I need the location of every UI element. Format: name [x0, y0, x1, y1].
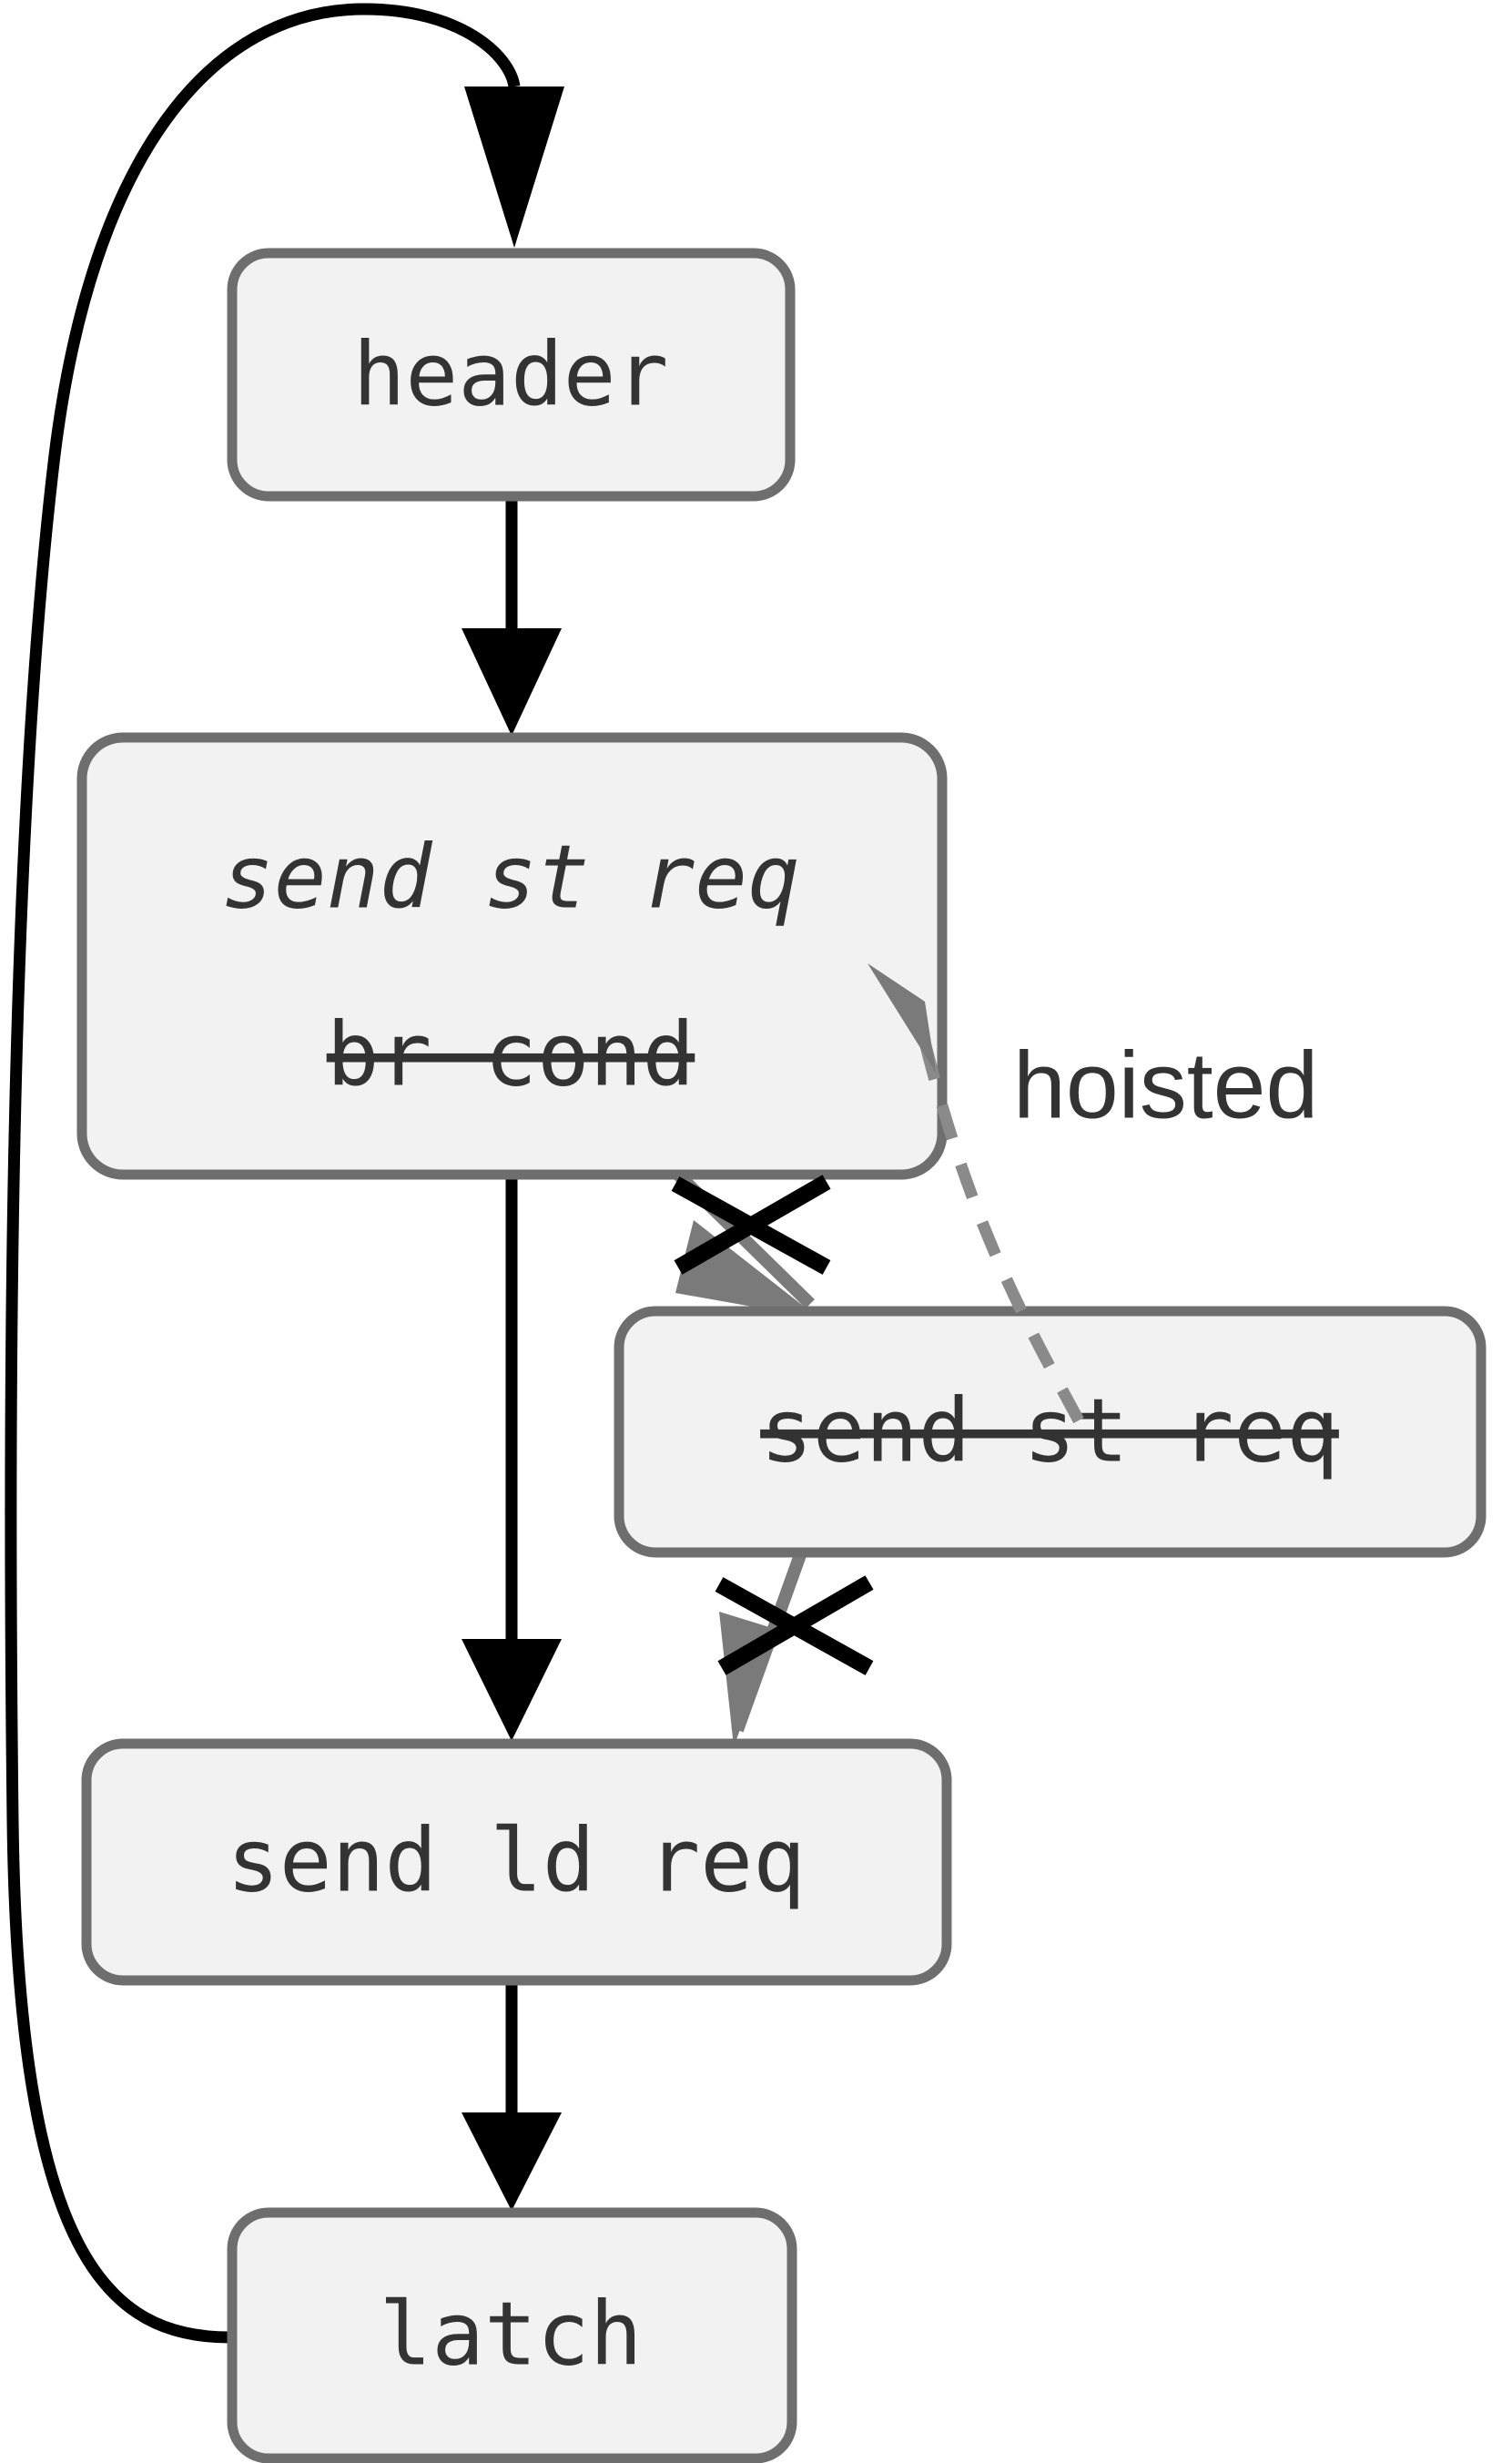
kill-mark-body-to-store — [671, 1175, 831, 1275]
edge-latch-to-header-arrowhead — [464, 87, 564, 248]
node-latch-box[interactable] — [227, 2207, 797, 2463]
node-load-block-label: send ld req — [227, 1809, 806, 1911]
node-header[interactable]: header — [227, 248, 796, 502]
edge-body-to-load — [462, 1175, 562, 1741]
kill-mark-body-to-store-stroke-b — [674, 1175, 831, 1275]
node-header-box[interactable] — [227, 248, 796, 502]
edge-load-to-latch-arrowhead — [462, 2112, 562, 2211]
edge-hoisted-line — [913, 1018, 1084, 1424]
hoisted-annotation-label: hoisted — [1013, 1033, 1318, 1138]
edge-latch-to-header — [5, 3, 564, 2344]
node-body-label-send-st-req: send st req — [221, 826, 800, 928]
edge-header-to-body-arrowhead — [462, 628, 562, 736]
edge-load-to-latch — [462, 1980, 562, 2211]
node-body-box[interactable] — [76, 732, 948, 1180]
node-header-label: header — [353, 323, 669, 425]
node-load-block-box[interactable] — [81, 1738, 952, 1986]
edge-latch-to-header-line — [5, 3, 521, 2344]
node-store-block[interactable]: send st req — [614, 1306, 1487, 1558]
edge-body-to-load-arrowhead — [462, 1639, 562, 1741]
edge-hoisted-arrowhead — [868, 963, 936, 1073]
node-store-block-label: send st req — [760, 1379, 1339, 1481]
node-body-label-br-cond: br cond — [327, 1003, 695, 1105]
node-store-block-box[interactable] — [614, 1306, 1487, 1558]
node-latch[interactable]: latch — [227, 2207, 797, 2463]
node-body[interactable]: send st req br cond — [76, 732, 948, 1180]
kill-mark-store-to-load-stroke-b — [717, 1575, 874, 1675]
edge-hoisted — [868, 963, 1084, 1424]
node-load-block[interactable]: send ld req — [81, 1738, 952, 1986]
node-latch-label: latch — [380, 2283, 643, 2385]
kill-mark-store-to-load — [715, 1575, 874, 1675]
edge-header-to-body — [462, 496, 562, 736]
